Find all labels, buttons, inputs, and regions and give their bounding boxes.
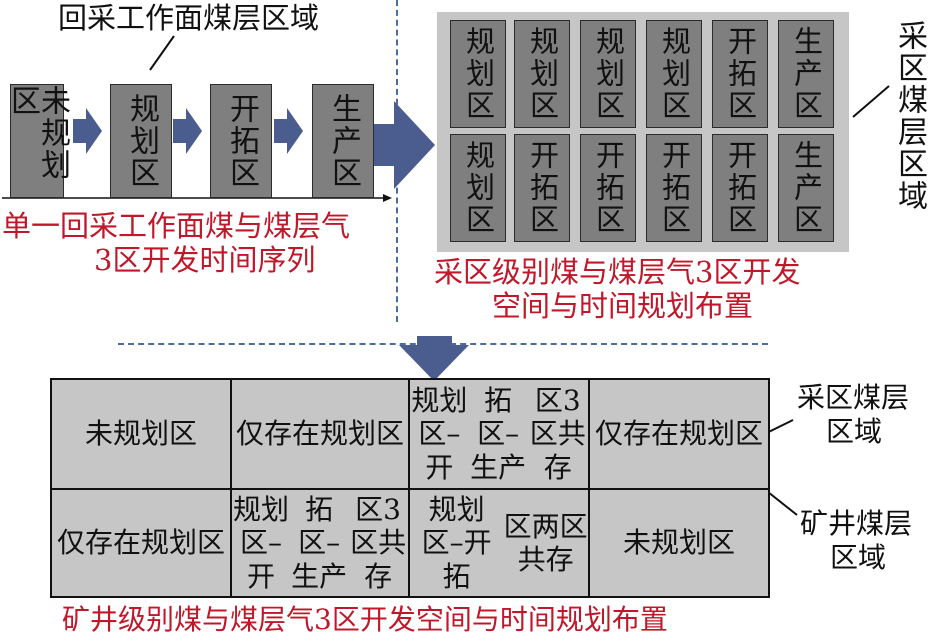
area-cell: 规划区 — [580, 20, 636, 128]
area-cell: 规划区 — [514, 20, 570, 128]
mining-area-caption-line2: 空间与时间规划布置 — [492, 289, 754, 323]
area-cell: 规划区 — [450, 20, 506, 128]
area-cell: 规划区 — [450, 134, 506, 242]
table-cell: 未规划区 — [52, 380, 232, 490]
workface-region-label: 回采工作面煤层区域 — [58, 1, 320, 35]
mining-area-region-label-line2: 区域 — [826, 415, 883, 448]
table-cell: 仅存在规划区 — [232, 380, 410, 490]
area-cell: 规划区 — [646, 20, 702, 128]
area-cell: 开拓区 — [514, 134, 570, 242]
area-cell: 开拓区 — [712, 134, 768, 242]
mining-area-region-label-line1: 采区煤层 — [797, 381, 910, 414]
mining-area-caption-line1: 采区级别煤与煤层气3区开发 — [434, 255, 801, 289]
table-cell: 未规划区 — [622, 526, 735, 560]
stage-unplanned-box: 未规划区 — [5, 84, 70, 198]
stage-production-box: 生产区 — [312, 84, 374, 198]
stage-development-box: 开拓区 — [210, 84, 272, 198]
table-cell: 规划区–开拓区两区共存 — [410, 490, 590, 596]
stage-planning-box: 规划区 — [110, 84, 172, 198]
table-cell: 规划区–开拓区–生产区3区共存 — [410, 380, 590, 490]
down-arrow-icon — [399, 336, 469, 381]
mine-layout-table: 未规划区 仅存在规划区 规划区–开拓区–生产区3区共存 仅存在规划区 仅存在规划… — [50, 378, 770, 598]
area-cell: 生产区 — [778, 134, 834, 242]
arrow-icon — [173, 108, 202, 154]
mine-region-label-line1: 矿井煤层 — [800, 507, 913, 540]
table-cell: 仅存在规划区 — [590, 380, 768, 490]
table-cell: 规划区–开拓区–生产区3区共存 — [232, 490, 410, 596]
table-cell: 仅存在规划区 — [52, 490, 232, 596]
mine-level-caption: 矿井级别煤与煤层气3区开发空间与时间规划布置 — [62, 603, 668, 636]
arrow-icon — [274, 108, 303, 154]
mine-region-label-line2: 区域 — [830, 541, 887, 574]
workface-caption-line2: 3区开发时间序列 — [94, 243, 316, 277]
mining-area-side-label: 采区煤层区域 — [892, 20, 927, 212]
arrow-icon — [73, 108, 102, 154]
big-arrow-icon — [374, 101, 435, 189]
area-cell: 开拓区 — [712, 20, 768, 128]
area-cell: 生产区 — [778, 20, 834, 128]
area-cell: 开拓区 — [580, 134, 636, 242]
area-cell: 开拓区 — [646, 134, 702, 242]
workface-caption-line1: 单一回采工作面煤与煤层气 — [2, 209, 351, 243]
